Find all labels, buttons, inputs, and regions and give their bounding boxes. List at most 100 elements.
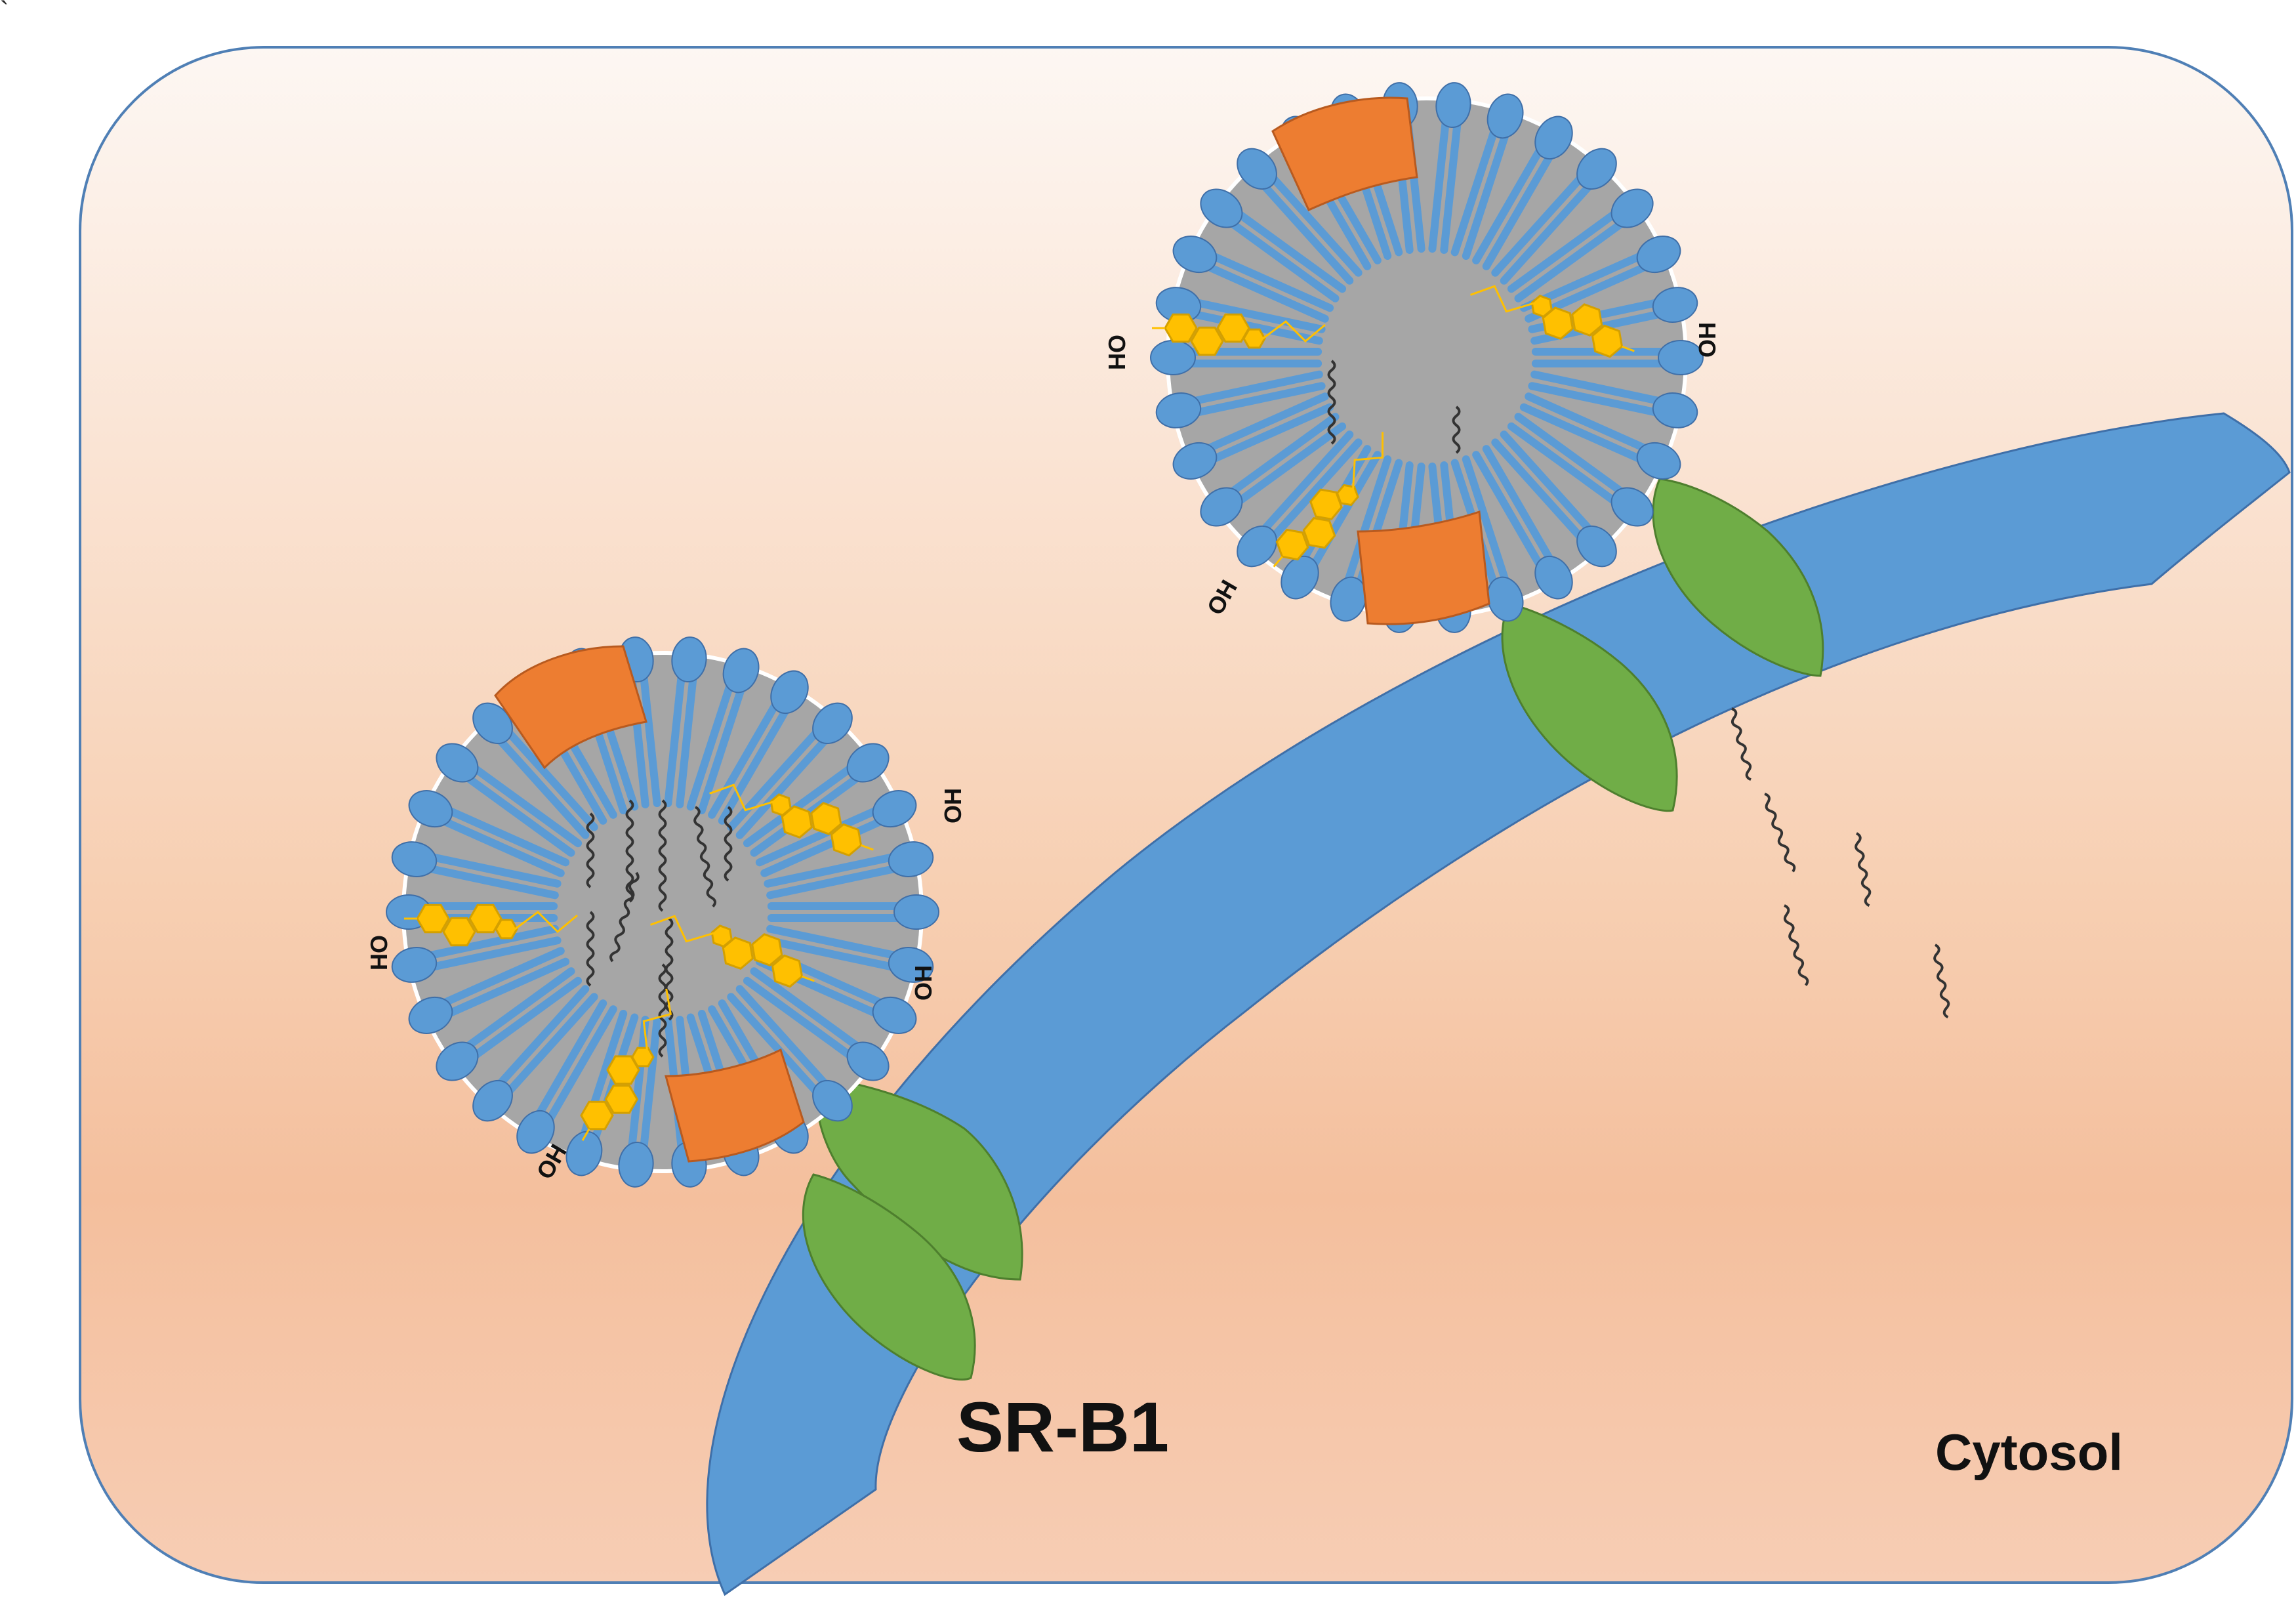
phospholipid-head — [671, 636, 707, 683]
sterol-tail — [650, 915, 714, 943]
phospholipid-head — [1150, 340, 1196, 375]
released-ester-chain — [1764, 793, 1796, 873]
cholesteryl-ester-chain — [586, 812, 595, 888]
cholesterol-molecules — [1152, 285, 1635, 568]
released-ester-chain — [1783, 904, 1809, 986]
sterol-ring — [769, 793, 792, 817]
phospholipid-tail — [1491, 438, 1597, 554]
sr-b1-receptor-3 — [1501, 602, 1678, 812]
phospholipid-tail — [1188, 255, 1329, 323]
phospholipid-tail — [449, 967, 575, 1061]
phospholipid-tail — [449, 763, 575, 857]
phospholipid-tail — [1530, 370, 1681, 409]
oh-label: OH — [365, 935, 392, 970]
sterol-ring — [1164, 313, 1198, 343]
cholesterol-molecule — [709, 783, 874, 857]
phospholipid-head — [472, 1079, 513, 1122]
phospholipid-tail — [1482, 136, 1563, 270]
phospholipid-head — [812, 702, 853, 745]
phospholipid-tail — [537, 1005, 617, 1139]
sterol-ring — [442, 917, 476, 947]
phospholipid-head — [1658, 340, 1704, 375]
cholesteryl-ester-chain — [724, 806, 733, 882]
phospholipid-head — [1435, 82, 1471, 129]
apolipoprotein-bottom — [665, 1048, 805, 1163]
phospholipid-head — [1610, 487, 1654, 527]
cholesterol-molecule — [650, 915, 815, 988]
cholesteryl-ester-chain — [1452, 405, 1461, 454]
phospholipid-tail — [526, 999, 607, 1133]
phospholipid-head — [391, 841, 438, 877]
cholesteryl-ester-chain — [693, 806, 716, 908]
phospholipid-head — [846, 743, 890, 783]
cholesteryl-ester-chain — [609, 871, 640, 963]
sterol-ring — [1216, 313, 1250, 343]
phospholipid-head — [1652, 392, 1698, 428]
sterol-ring — [1542, 306, 1574, 340]
phospholipid-tail — [424, 810, 565, 877]
phospholipid-tail — [1519, 403, 1660, 470]
phospholipid-tail — [1472, 451, 1553, 585]
phospholipid-tail — [457, 754, 583, 848]
phospholipid-tail — [764, 849, 914, 888]
phospholipid-tail — [1440, 102, 1464, 254]
sterol-ring — [1275, 528, 1309, 561]
phospholipid-tail — [764, 936, 914, 975]
phospholipid-tail — [638, 1016, 661, 1169]
sterol-ring — [1190, 326, 1224, 356]
phospholipid-head — [1534, 115, 1573, 160]
phospholipid-head — [1636, 442, 1681, 480]
sr-b1-receptor-4 — [1652, 478, 1824, 677]
phospholipid-tail — [686, 665, 740, 811]
cholesteryl-ester-chain — [586, 911, 595, 987]
sterol-ring — [722, 936, 754, 970]
released-ester-chain — [1933, 944, 1950, 1019]
sterol-ring — [710, 925, 733, 948]
phospholipid-tail — [574, 1009, 628, 1156]
phospholipid-tail — [1514, 209, 1640, 302]
phospholipid-tail — [766, 925, 916, 963]
sterol-ring — [810, 802, 842, 835]
phospholipid-head — [565, 1131, 603, 1176]
phospholipid-tail — [411, 849, 562, 888]
phospholipid-tail — [457, 976, 583, 1070]
oh-label: OH — [1694, 322, 1721, 358]
phospholipid-tail — [1248, 169, 1354, 285]
sterol-ring — [1571, 303, 1603, 337]
phospholipid-tail — [1301, 451, 1382, 585]
hydroxyl-bond — [1622, 345, 1635, 352]
phospholipid-head — [1172, 442, 1218, 480]
sterol-ring — [1242, 328, 1266, 349]
sr-b1-receptor-2 — [802, 1173, 976, 1381]
released-cholesteryl-esters — [1731, 707, 1950, 1019]
phospholipid-tail — [718, 691, 799, 825]
phospholipid-tail — [1257, 161, 1363, 277]
phospholipid-head — [408, 790, 453, 828]
sterol-ring — [1336, 484, 1359, 507]
phospholipid-tail — [1221, 199, 1347, 293]
sterol-tail — [514, 911, 578, 934]
sr-b1-receptor-1 — [816, 1077, 1023, 1281]
phospholipid-tail — [1428, 100, 1452, 253]
phospholipid-tail — [1525, 392, 1666, 460]
sterol-ring — [606, 1055, 640, 1085]
phospholipid-tail — [1248, 430, 1354, 547]
cholesterol-molecule — [1152, 313, 1326, 356]
cholesterol-molecule — [1470, 285, 1635, 358]
phospholipid-head — [888, 947, 934, 983]
hydroxyl-bond — [861, 844, 874, 851]
phospholipid-tail — [1491, 161, 1597, 277]
cholesteryl-ester-chains — [586, 799, 733, 1058]
phospholipid-tail — [1221, 422, 1347, 516]
sterol-ring — [1302, 517, 1336, 549]
phospholipid-head — [846, 1041, 890, 1081]
phospholipid-tail — [1507, 422, 1633, 516]
phospholipid-head — [1652, 287, 1698, 323]
phospholipid-head — [436, 1041, 479, 1081]
phospholipid-head — [391, 947, 438, 983]
phospholipid-head — [1330, 576, 1367, 622]
phospholipid-head — [722, 648, 760, 694]
sterol-tail — [709, 783, 773, 812]
phospholipid-head — [1237, 148, 1277, 190]
phospholipid-tail — [1214, 413, 1340, 507]
